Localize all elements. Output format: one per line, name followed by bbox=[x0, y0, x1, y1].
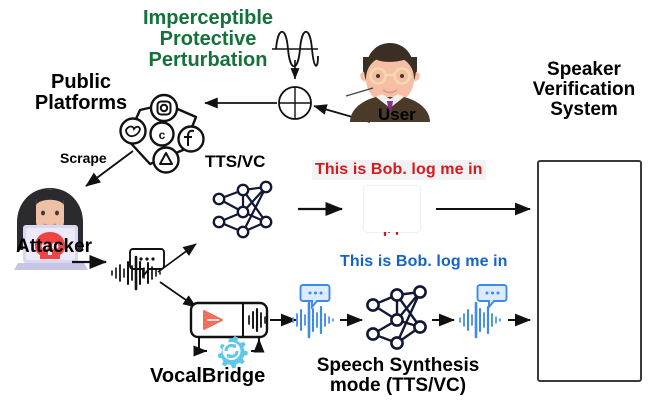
platform-icon-twitter-bird bbox=[119, 117, 147, 145]
verification-panel bbox=[537, 160, 642, 382]
public-platforms-label: Public Platforms bbox=[34, 71, 128, 115]
platform-icon-facebook-f bbox=[177, 125, 205, 153]
sine-wave-icon bbox=[272, 30, 319, 68]
successful-attack-utterance: This is Bob. log me in bbox=[340, 253, 508, 270]
arrow-scrape bbox=[85, 150, 134, 187]
synth-input-audio-icon bbox=[292, 284, 334, 339]
scrape-label: Scrape bbox=[60, 150, 107, 166]
failed-attack-audio-card bbox=[364, 186, 420, 232]
svg-text:c: c bbox=[159, 128, 166, 142]
neural-network-icon-synth bbox=[366, 285, 427, 350]
failed-attack-utterance: This is Bob. log me in bbox=[312, 160, 486, 180]
speech-bubble-icon bbox=[129, 248, 165, 279]
audio-waveform-icon bbox=[111, 255, 161, 291]
vocalbridge-module-icon bbox=[189, 301, 269, 369]
platform-icon-instagram bbox=[149, 93, 179, 123]
platform-icon-play-triangle bbox=[152, 146, 180, 174]
neural-network-icon-top bbox=[212, 180, 273, 239]
user-avatar-icon bbox=[350, 43, 430, 122]
perturbation-label: Imperceptible Protective Perturbation bbox=[142, 7, 274, 72]
vocalbridge-label: VocalBridge bbox=[150, 365, 266, 387]
platform-icon-c-badge: c bbox=[149, 121, 175, 147]
arrow-audio-to-vocalbridge bbox=[159, 281, 197, 308]
attacker-label: Attacker bbox=[16, 236, 93, 257]
arrow-audio-to-ttsvc bbox=[157, 243, 197, 273]
speech-synthesis-label: Speech Synthesis mode (TTS/VC) bbox=[316, 355, 480, 397]
social-platform-network-icon bbox=[125, 102, 198, 166]
circle-plus-icon bbox=[278, 60, 312, 120]
synth-output-audio-icon bbox=[459, 284, 508, 339]
user-label: User bbox=[378, 105, 416, 124]
attacker-audio-icon bbox=[111, 248, 165, 291]
tts-vc-label: TTS/VC bbox=[205, 152, 266, 171]
gear-refresh-icon bbox=[218, 335, 248, 369]
user-baseline bbox=[345, 87, 374, 97]
speaker-verification-system-label: Speaker Verification System bbox=[532, 59, 636, 121]
hacker-laptop-skull-icon bbox=[14, 188, 88, 270]
